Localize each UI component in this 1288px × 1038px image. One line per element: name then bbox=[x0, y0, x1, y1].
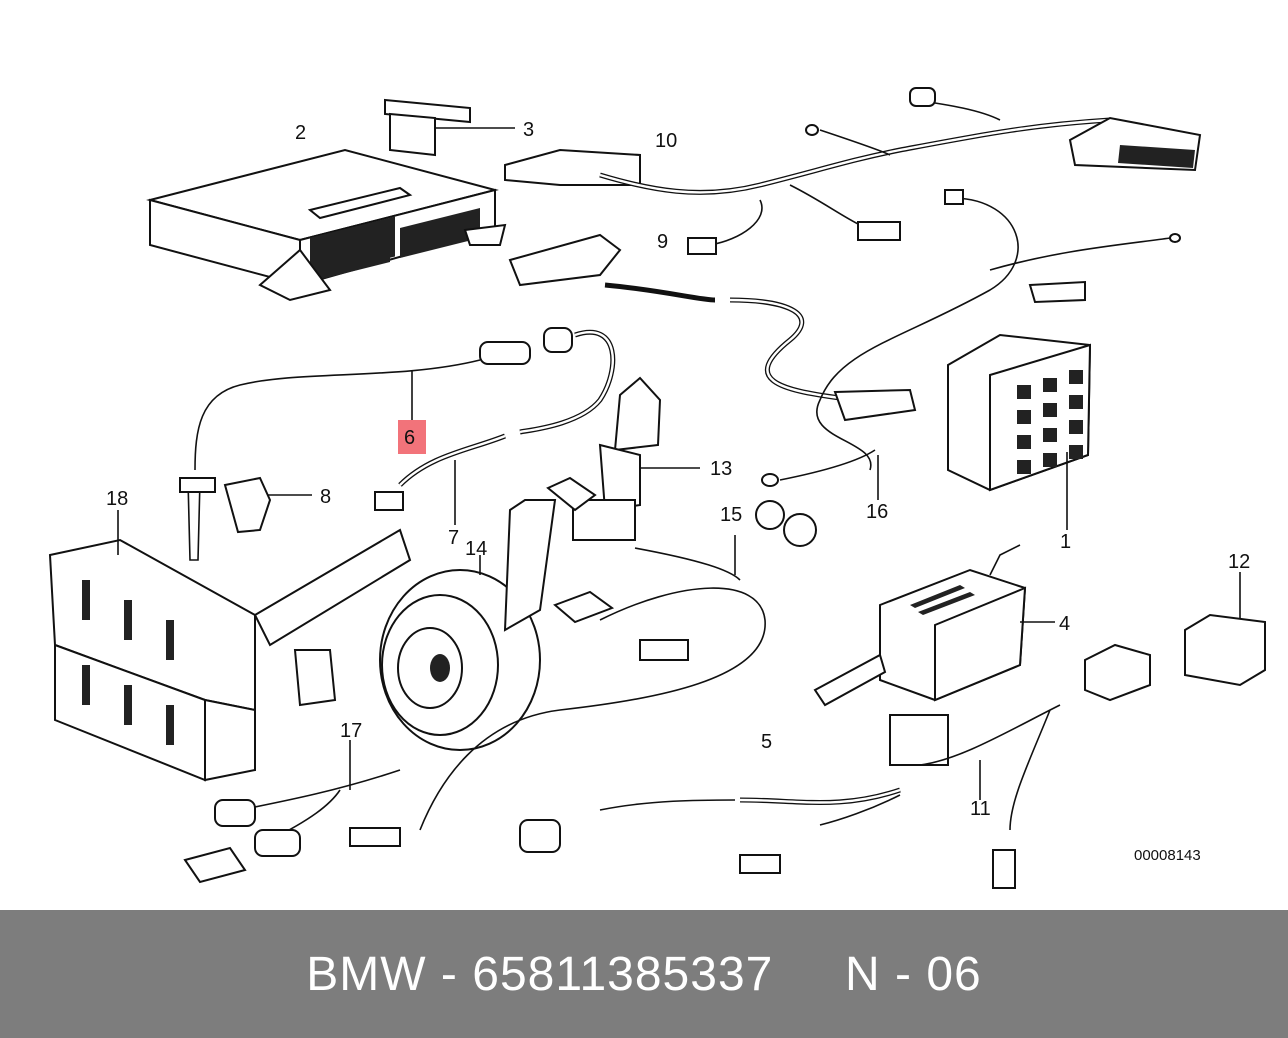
label-14: 14 bbox=[465, 538, 487, 560]
label-13: 13 bbox=[710, 458, 732, 480]
relay-connector-part bbox=[384, 98, 515, 157]
horn-part bbox=[379, 499, 557, 751]
label-10: 10 bbox=[655, 130, 677, 152]
label-7: 7 bbox=[448, 527, 459, 549]
control-unit-part bbox=[146, 148, 507, 302]
sensor-cable-part bbox=[179, 327, 616, 561]
label-18: 18 bbox=[106, 488, 128, 510]
label-17: 17 bbox=[340, 720, 362, 742]
callout-labels: 1 2 3 4 5 6 7 8 9 10 11 12 13 14 15 16 1… bbox=[106, 119, 1250, 864]
label-3: 3 bbox=[523, 119, 534, 141]
label-6: 6 bbox=[404, 427, 415, 449]
label-1: 1 bbox=[1060, 531, 1071, 553]
label-16: 16 bbox=[866, 501, 888, 523]
horn-cable-part bbox=[349, 535, 766, 847]
label-15: 15 bbox=[720, 504, 742, 526]
clip-part bbox=[223, 476, 312, 534]
label-11: 11 bbox=[970, 798, 991, 820]
wire-17-part bbox=[183, 740, 401, 884]
fuse-box-part bbox=[947, 333, 1092, 530]
wire-16-part bbox=[755, 449, 879, 547]
reference-number: 00008143 bbox=[1134, 847, 1201, 864]
shield-part bbox=[48, 510, 412, 782]
module-part bbox=[813, 544, 1055, 707]
label-8: 8 bbox=[320, 486, 331, 508]
label-5: 5 bbox=[761, 731, 772, 753]
wiring-harness-part bbox=[504, 87, 1202, 471]
label-2: 2 bbox=[295, 122, 306, 144]
label-6-highlight bbox=[398, 420, 426, 454]
relay-part bbox=[1184, 572, 1266, 687]
lower-harness-part bbox=[519, 643, 1151, 889]
label-4: 4 bbox=[1059, 613, 1070, 635]
parts-diagram: 1 2 3 4 5 6 7 8 9 10 11 12 13 14 15 16 1… bbox=[48, 87, 1266, 889]
part-number-caption: BMW - 65811385337 N - 06 bbox=[306, 947, 982, 1001]
caption-bar: BMW - 65811385337 N - 06 bbox=[0, 910, 1288, 1038]
label-9: 9 bbox=[657, 231, 668, 253]
label-12: 12 bbox=[1228, 551, 1250, 573]
bracket-part bbox=[546, 376, 741, 581]
